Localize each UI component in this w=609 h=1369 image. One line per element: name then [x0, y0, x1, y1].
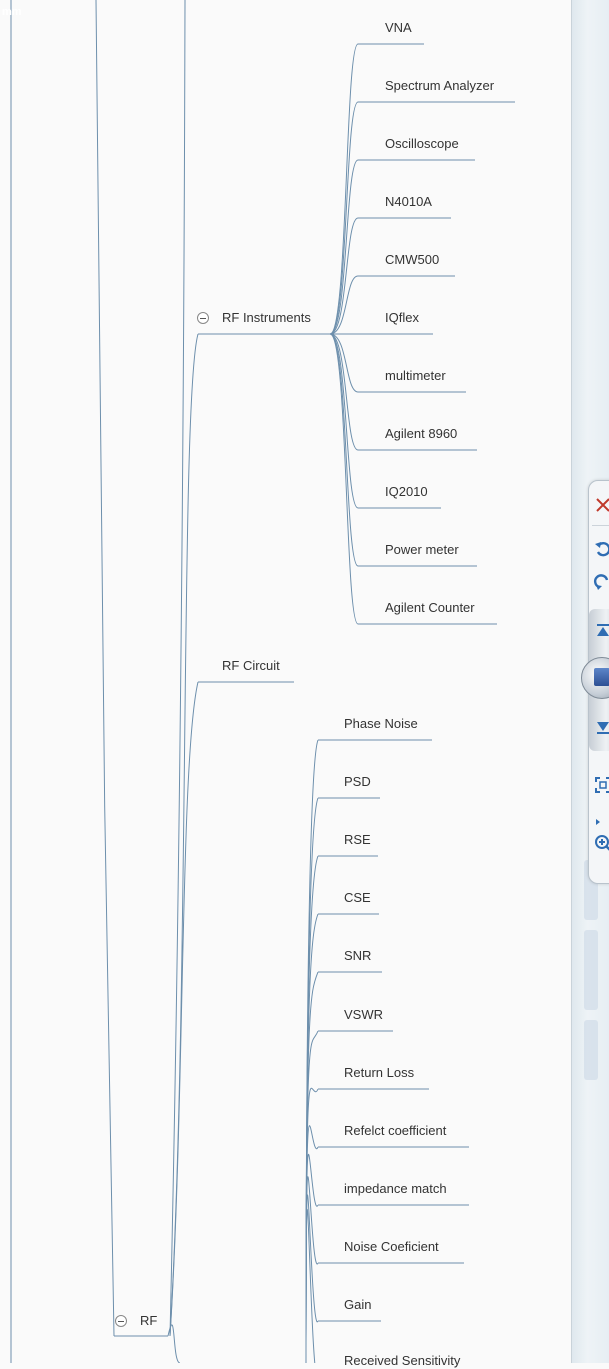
collapse-button-rf[interactable] [115, 1315, 127, 1327]
node-rse[interactable]: RSE [344, 832, 371, 847]
node-iqflex[interactable]: IQflex [385, 310, 419, 325]
connector-lines [10, 0, 515, 1363]
node-agilent-counter[interactable]: Agilent Counter [385, 600, 475, 615]
edge-n4010a [329, 217, 359, 335]
node-cmw500[interactable]: CMW500 [385, 252, 440, 267]
node-iq2010[interactable]: IQ2010 [385, 484, 428, 499]
redo-icon[interactable] [593, 573, 609, 593]
node-power-meter[interactable]: Power meter [385, 542, 459, 557]
node-multimeter[interactable]: multimeter [385, 368, 446, 383]
trunk-line-inner [95, 0, 115, 1337]
node-agilent-8960[interactable]: Agilent 8960 [385, 426, 458, 441]
node-rf[interactable]: RF [140, 1313, 158, 1328]
scroll-top-icon[interactable] [593, 621, 609, 641]
node-noise-coeficient[interactable]: Noise Coeficient [344, 1239, 439, 1254]
node-rf-circuit[interactable]: RF Circuit [222, 658, 280, 673]
edge-cmw500 [329, 275, 359, 335]
trunk-line-right [169, 0, 186, 1337]
edge-agilent-counter [329, 333, 359, 625]
edge-power-meter [329, 333, 359, 567]
scroll-handle-icon[interactable] [581, 657, 609, 699]
node-oscilloscope[interactable]: Oscilloscope [385, 136, 459, 151]
scroll-bottom-icon[interactable] [593, 717, 609, 737]
node-snr[interactable]: SNR [344, 948, 372, 963]
edge-agilent-8960 [329, 333, 359, 451]
node-spectrum-analyzer[interactable]: Spectrum Analyzer [385, 78, 495, 93]
edge-iq2010 [329, 333, 359, 509]
node-vna[interactable]: VNA [385, 20, 412, 35]
zoom-in-icon[interactable] [593, 833, 609, 853]
zoom-toolbar [581, 480, 609, 884]
node-impedance-match[interactable]: impedance match [344, 1181, 447, 1196]
edge-vna [329, 43, 359, 335]
node-gain[interactable]: Gain [344, 1297, 372, 1312]
node-n4010a[interactable]: N4010A [385, 194, 432, 209]
node-phase-noise[interactable]: Phase Noise [344, 716, 418, 731]
edge-oscilloscope [329, 159, 359, 335]
node-cse[interactable]: CSE [344, 890, 371, 905]
node-vswr[interactable]: VSWR [344, 1007, 383, 1022]
node-psd[interactable]: PSD [344, 774, 371, 789]
node-rf-instruments[interactable]: RF Instruments [222, 310, 311, 325]
node-refelct-coefficient[interactable]: Refelct coefficient [344, 1123, 447, 1138]
close-icon[interactable] [593, 495, 609, 515]
collapse-button-rf-instruments[interactable] [197, 312, 209, 324]
fit-view-icon[interactable] [593, 775, 609, 795]
edge-spectrum-analyzer [329, 101, 359, 335]
node-received-sensitivity[interactable]: Received Sensitivity [344, 1353, 461, 1368]
edge-multimeter [329, 333, 359, 393]
branch-rf-down [167, 1324, 181, 1363]
expand-arrow-icon[interactable] [593, 817, 603, 827]
node-return-loss[interactable]: Return Loss [344, 1065, 415, 1080]
edge-impedance-match [305, 1153, 319, 1363]
undo-icon[interactable] [593, 539, 609, 559]
edge-received-sensitivity [305, 1208, 316, 1363]
branch-rf-circuit [169, 681, 199, 1337]
branch-rf-instruments [169, 333, 199, 1337]
corner-label: mm [2, 6, 22, 18]
